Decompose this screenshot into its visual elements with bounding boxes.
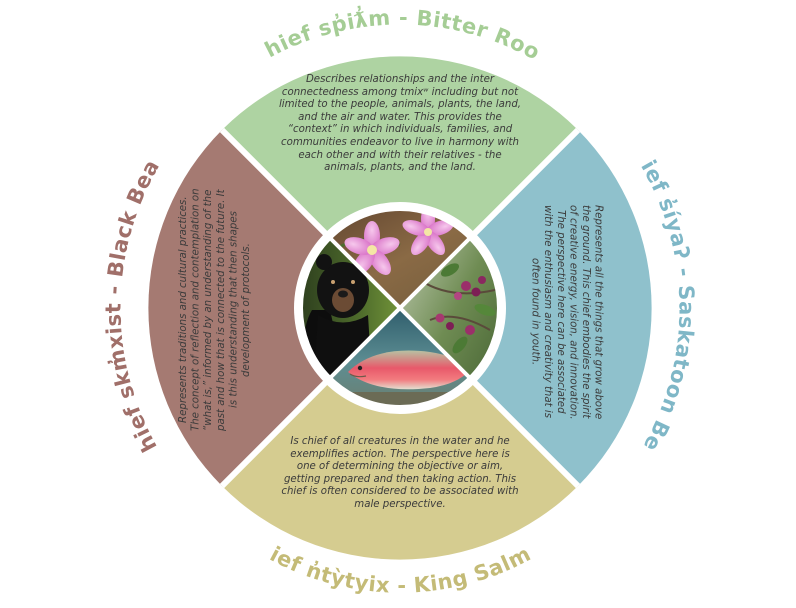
- quadrant-west: [148, 130, 400, 486]
- description-east: Represents all the things that grow abov…: [529, 204, 604, 420]
- inner-border: [299, 207, 501, 409]
- quadrant-north: [222, 56, 578, 308]
- quadrant-south: [222, 308, 578, 560]
- description-west: Represents traditions and cultural pract…: [178, 188, 252, 432]
- description-north: Describes relationships and the inter co…: [278, 74, 522, 174]
- title-west: Chief skm̓xist - Black Bear: [0, 0, 164, 456]
- quadrant-east: [400, 130, 652, 486]
- inner-divider: [328, 236, 472, 380]
- description-south: Is chief of all creatures in the water a…: [281, 436, 519, 510]
- title-north: Chief sp̓iƛ̓m - Bitter Root: [0, 0, 544, 65]
